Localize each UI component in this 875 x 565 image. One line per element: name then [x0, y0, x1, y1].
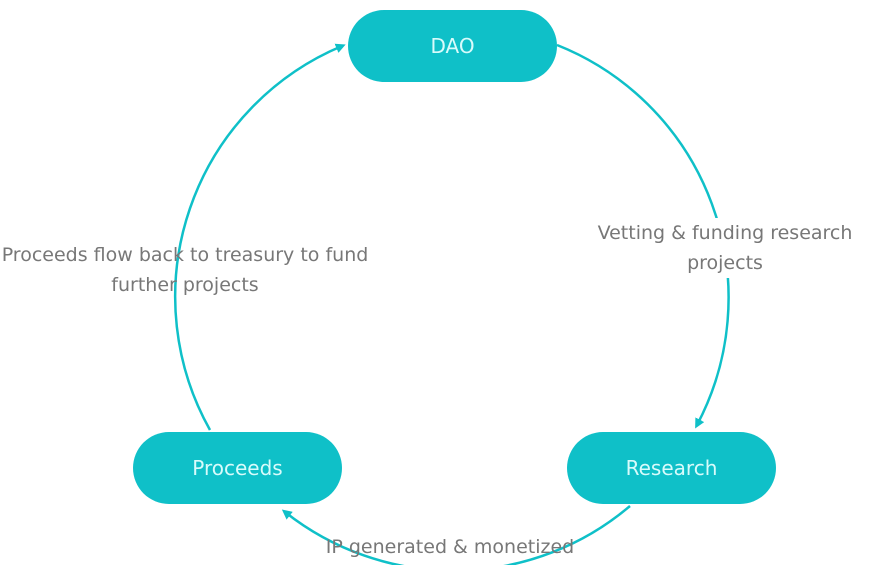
edge-label-proceeds-to-dao: Proceeds flow back to treasury to fund f…: [1, 244, 369, 296]
node-dao: DAO: [348, 10, 557, 82]
node-research-label: Research: [625, 456, 718, 480]
edge-label-dao-to-research: Vetting & funding research projects: [575, 218, 875, 278]
arrow-proceeds-to-dao: [173, 43, 346, 431]
node-research: Research: [567, 432, 776, 504]
node-dao-label: DAO: [430, 34, 475, 58]
edge-label-research-to-proceeds: IP generated & monetized: [325, 536, 575, 558]
node-proceeds: Proceeds: [133, 432, 342, 504]
node-proceeds-label: Proceeds: [192, 456, 283, 480]
arrow-dao-to-research: [556, 43, 730, 429]
arrow-research-to-proceeds: [281, 505, 631, 565]
